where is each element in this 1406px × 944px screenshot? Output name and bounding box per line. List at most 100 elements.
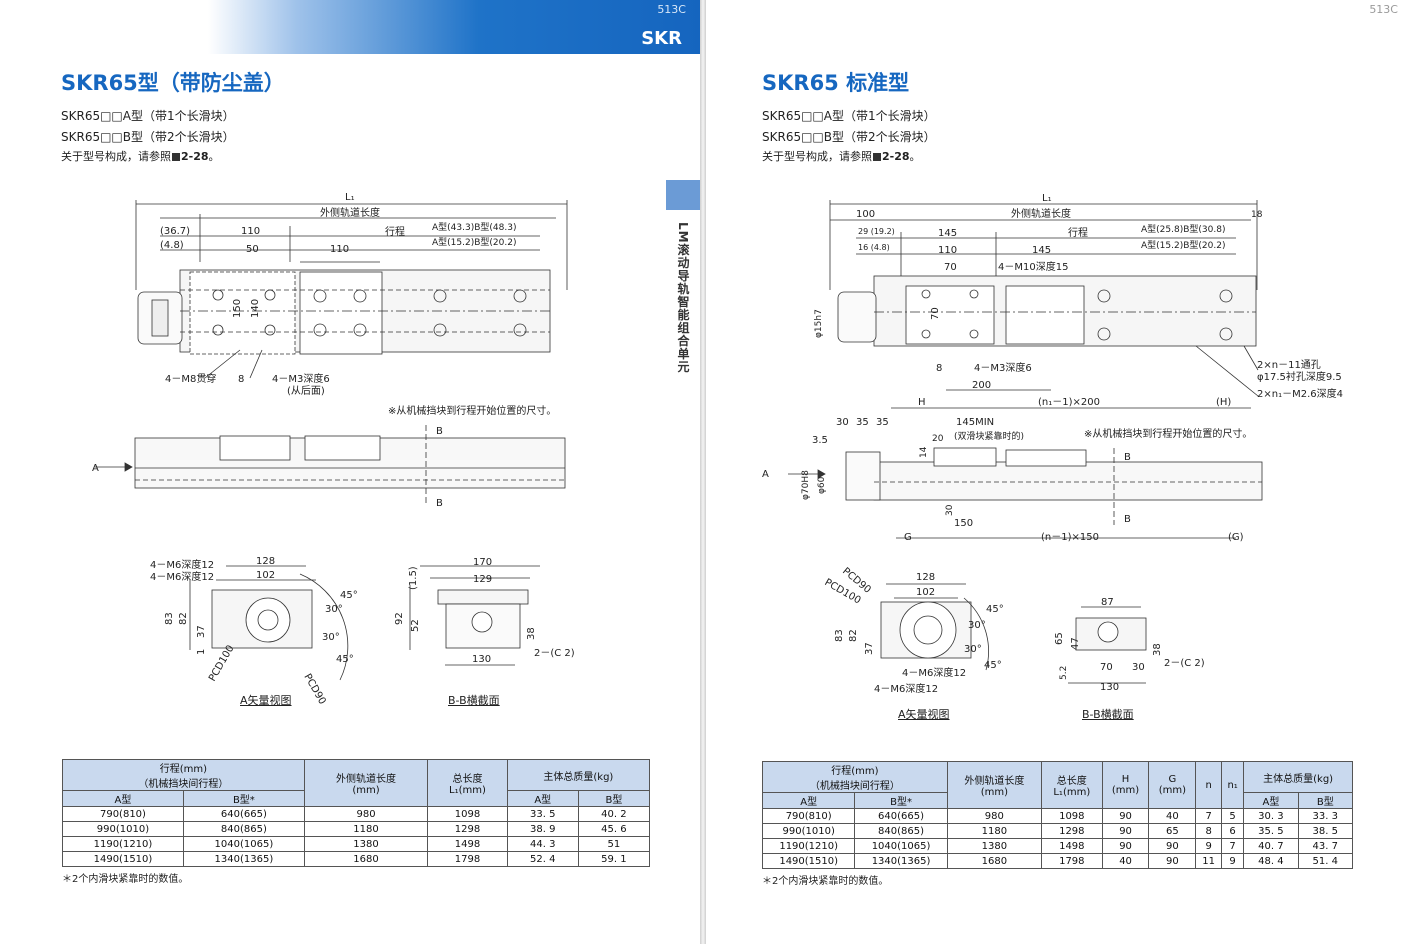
r-av-83: 83 [834, 629, 845, 642]
r-dim-145-a: 145 [938, 228, 957, 239]
dim-rear: (从后面) [287, 385, 325, 397]
av-30-b: 30° [322, 632, 340, 643]
r-dim-G-paren: (G) [1228, 532, 1244, 543]
av-m6-b: 4－M6深度12 [150, 570, 214, 583]
r-bb-5-2: 5.2 [1059, 666, 1069, 680]
right-reference-text: 关于型号构成，请参照 [762, 150, 872, 163]
r-bb-70: 70 [1100, 662, 1113, 673]
right-section-bb-caption: B-B横截面 [1082, 708, 1134, 721]
right-page-code: 513C [1369, 3, 1398, 16]
th-stroke: 行程(mm)（机械挡块间行程） [62, 759, 305, 791]
av-37: 37 [196, 625, 207, 638]
right-model-b-line: SKR65□□B型（带2个长滑块） [762, 130, 936, 144]
header-banner: 513C SKR [208, 0, 700, 54]
av-30-a: 30° [325, 604, 343, 615]
reference-page-link[interactable]: 2-28 [181, 150, 209, 163]
dim-140: 140 [250, 299, 261, 318]
r-dim-30-v: 30 [945, 504, 955, 516]
r-dim-20: 20 [932, 434, 944, 444]
bb-52: 52 [410, 619, 421, 632]
right-table-footnote: ＊2个内滑块紧靠时的数值。 [762, 876, 889, 887]
r-th-mass-a: A型 [1243, 792, 1299, 809]
r-th-G: G(mm) [1148, 761, 1197, 809]
r-dim-n150: (n－1)×150 [1041, 532, 1099, 543]
r-dim-G: G [904, 532, 912, 543]
dim-L1: L₁ [345, 192, 355, 203]
r-th-rail: 外侧轨道长度(mm) [946, 761, 1042, 809]
r-dim-16: 16 (4.8) [858, 243, 890, 252]
av-45-b: 45° [336, 654, 354, 665]
right-technical-drawing: L₁ 100 外侧轨道长度 18 29 (19.2) 16 (4.8) 145 … [762, 193, 1343, 695]
left-technical-drawing: L₁ 外侧轨道长度 行程 (36.7) (4.8) 110 50 110 A型(… [92, 192, 575, 706]
r-dim-double: (双滑块紧靠时的) [954, 430, 1024, 442]
r-dim-30: 30 [836, 417, 849, 428]
r-dim-3-5: 3.5 [812, 435, 828, 446]
r-dim-14: 14 [919, 446, 929, 458]
r-th-sub-b: B型* [854, 792, 948, 809]
bb-129: 129 [473, 574, 492, 585]
bb-130: 130 [472, 654, 491, 665]
bb-1-5: (1.5) [408, 566, 419, 590]
av-128: 128 [256, 556, 275, 567]
dim-m8: 4－M8贯穿 [165, 372, 216, 385]
av-102: 102 [256, 570, 275, 581]
r-bb-30: 30 [1132, 662, 1145, 673]
r-dim-stroke: 行程 [1068, 226, 1088, 239]
bb-38: 38 [526, 627, 537, 640]
r-th-sub-a: A型 [761, 792, 856, 809]
r-bb-87: 87 [1101, 597, 1114, 608]
av-pcd90: PCD90 [301, 672, 327, 706]
reference-suffix: 。 [208, 150, 220, 163]
side-tab-marker [666, 180, 700, 210]
r-av-30-b: 30° [964, 644, 982, 655]
r-dim-8: 8 [936, 363, 942, 374]
r-dim-70: 70 [944, 262, 957, 273]
right-model-a-line: SKR65□□A型（带1个长滑块） [762, 109, 936, 123]
r-dim-phi70: φ70H8 [801, 470, 811, 500]
r-th-n: n [1195, 761, 1222, 809]
book-icon [873, 153, 881, 161]
model-b-line: SKR65□□B型（带2个长滑块） [61, 130, 235, 144]
av-1: 1 [196, 649, 207, 655]
th-sub-a: A型 [62, 790, 184, 807]
r-dim-110: 110 [938, 245, 957, 256]
th-mass: 主体总质量(kg) [506, 759, 651, 791]
brand-label: SKR [641, 28, 682, 49]
r-av-45-a: 45° [986, 604, 1004, 615]
right-reference-page-link[interactable]: 2-28 [882, 150, 910, 163]
right-page: 513C SKR65 标准型 SKR65□□A型（带1个长滑块） SKR65□□… [706, 0, 1406, 944]
bb-92: 92 [394, 612, 405, 625]
r-dim-hole-1: 2×n－11通孔 [1257, 359, 1321, 371]
section-b-top: B [436, 426, 443, 437]
dim-50: 50 [246, 244, 259, 255]
r-dim-v70: 70 [930, 307, 941, 320]
r-av-45-b: 45° [984, 660, 1002, 671]
r-th-stroke: 行程(mm)（机械挡块间行程） [762, 761, 948, 793]
r-dim-200: 200 [972, 380, 991, 391]
dim-m3: 4－M3深度6 [272, 372, 330, 385]
dim-4-8: (4.8) [160, 240, 184, 251]
dim-110-a: 110 [241, 226, 260, 237]
right-view-a-caption: A矢量视图 [898, 708, 950, 721]
r-dim-35: 35 [856, 417, 869, 428]
dim-150: 150 [232, 299, 243, 318]
r-av-128: 128 [916, 572, 935, 583]
left-page: 513C SKR SKR65型（带防尘盖） SKR65□□A型（带1个长滑块） … [0, 0, 700, 944]
r-dim-29: 29 (19.2) [858, 227, 895, 236]
r-bb-c2: 2－(C 2) [1164, 658, 1205, 669]
av-45-a: 45° [340, 590, 358, 601]
book-icon [172, 153, 180, 161]
av-pcd100: PCD100 [207, 644, 236, 684]
